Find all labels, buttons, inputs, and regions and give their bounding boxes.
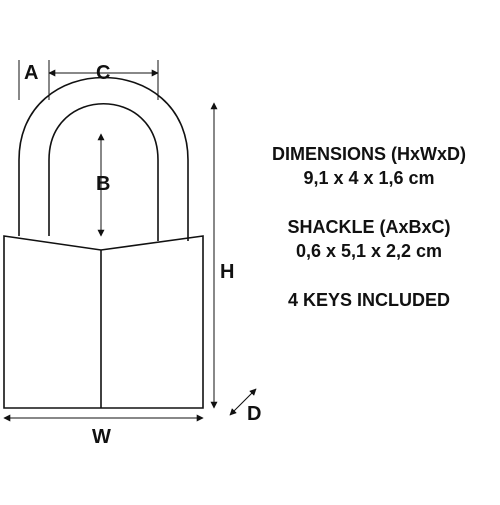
label-w: W <box>92 426 111 448</box>
dimensions-value: 9,1 x 4 x 1,6 cm <box>303 168 435 188</box>
label-h: H <box>220 261 235 283</box>
dimensions-title: DIMENSIONS (HxWxD) <box>271 144 466 164</box>
label-d: D <box>247 403 262 425</box>
dimension-d-line <box>229 388 257 416</box>
shackle-outer <box>18 76 189 241</box>
label-b: B <box>96 173 111 195</box>
label-a: A <box>24 62 39 84</box>
specifications-block: DIMENSIONS (HxWxD) 9,1 x 4 x 1,6 cm SHAC… <box>238 142 500 312</box>
lock-body <box>3 235 204 409</box>
shackle-inner <box>48 103 159 241</box>
shackle-title: SHACKLE (AxBxC) <box>287 217 451 237</box>
shackle-value: 0,6 x 5,1 x 2,2 cm <box>295 241 443 261</box>
label-c: C <box>96 62 111 84</box>
keys-included: 4 KEYS INCLUDED <box>287 290 451 310</box>
